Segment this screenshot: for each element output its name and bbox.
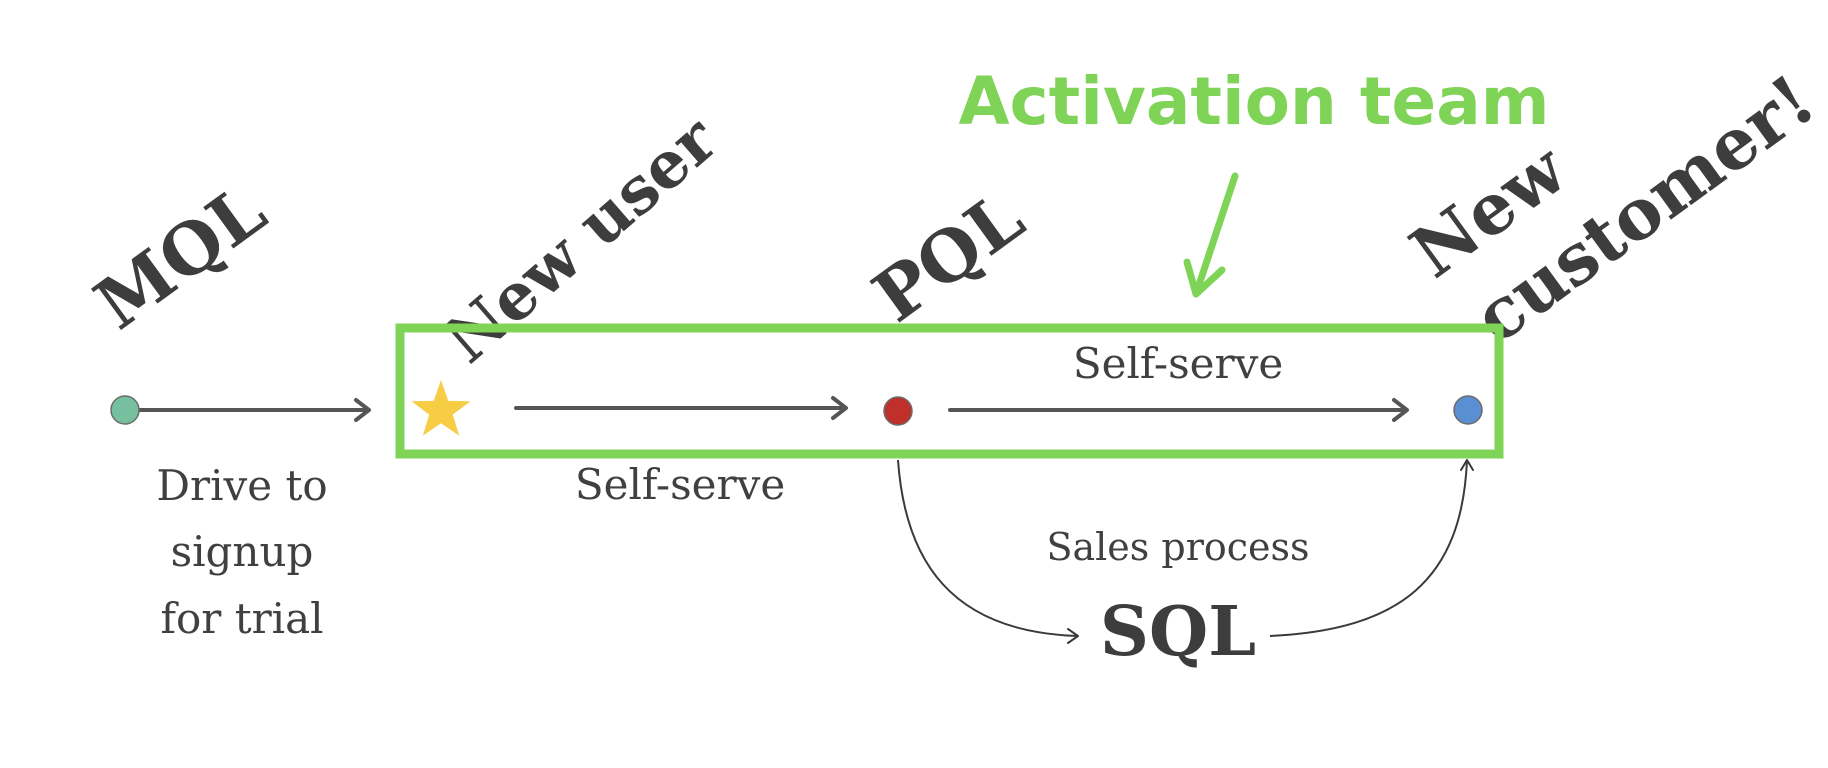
flow-arrow-new-user-to-pql: [514, 396, 848, 420]
milestone-mql-label: MQL: [80, 168, 281, 345]
activation-pointer-arrow-icon: [1183, 172, 1239, 298]
new-user-star-icon: [411, 380, 471, 436]
milestone-new-user-label: New user: [430, 102, 732, 378]
activation-team-box: [395, 323, 1504, 459]
customer-node-dot: [1453, 395, 1483, 425]
drive-to-signup-line1: Drive to: [156, 461, 327, 510]
flow-arrow-mql-to-new-user: [137, 398, 371, 422]
pql-node-dot: [883, 396, 913, 426]
self-serve-label-upper: Self-serve: [1073, 339, 1283, 388]
curve-arrow-sql-to-customer: [1269, 459, 1474, 637]
curve-arrow-pql-to-sql: [897, 459, 1079, 644]
milestone-sql-label: SQL: [1100, 592, 1256, 672]
milestone-pql-label: PQL: [858, 175, 1039, 338]
self-serve-label-lower: Self-serve: [575, 460, 785, 509]
drive-to-signup-line3: for trial: [160, 594, 323, 643]
mql-node-dot: [110, 395, 140, 425]
activation-team-title: Activation team: [958, 63, 1549, 140]
flow-arrow-pql-to-customer: [948, 398, 1409, 422]
sales-process-label: Sales process: [1046, 525, 1309, 569]
drive-to-signup-line2: signup: [171, 527, 314, 576]
